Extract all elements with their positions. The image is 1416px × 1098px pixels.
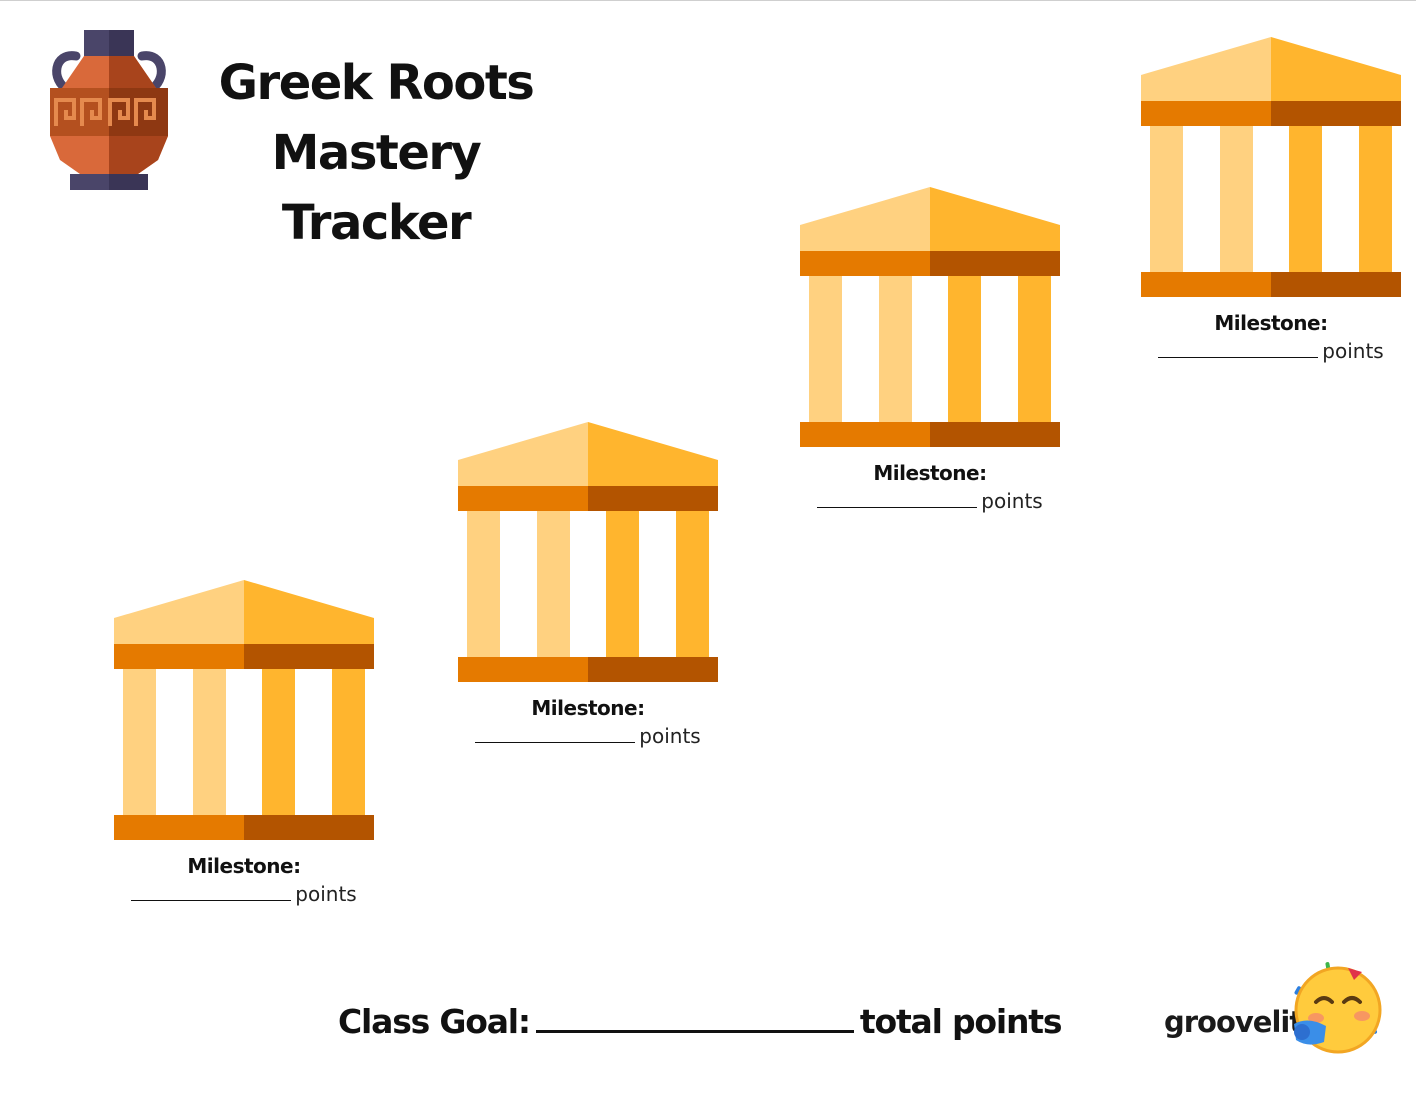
class-goal-blank[interactable] — [535, 1000, 854, 1033]
greek-temple-icon — [800, 187, 1060, 447]
milestone-card-3: Milestone: points — [800, 187, 1060, 513]
greek-temple-icon — [458, 422, 718, 682]
milestone-label: Milestone: — [531, 696, 645, 720]
title-line-2: Mastery Tracker — [271, 125, 482, 251]
points-suffix: points — [639, 724, 701, 748]
milestone-label: Milestone: — [873, 461, 987, 485]
brand-name: groovelit — [1164, 1005, 1303, 1039]
milestone-label: Milestone: — [1214, 311, 1328, 335]
milestone-points-line: points — [114, 882, 374, 906]
milestone-points-line: points — [800, 489, 1060, 513]
greek-amphora-icon — [50, 30, 168, 190]
top-border — [0, 0, 1416, 1]
class-goal-suffix: total points — [859, 1002, 1063, 1041]
title-line-1: Greek Roots — [218, 55, 535, 111]
points-suffix: points — [295, 882, 357, 906]
points-suffix: points — [981, 489, 1043, 513]
milestone-points-line: points — [1141, 339, 1401, 363]
greek-temple-icon — [1141, 37, 1401, 297]
points-blank[interactable] — [1158, 339, 1319, 358]
page-title: Greek Roots Mastery Tracker — [186, 48, 566, 258]
milestone-card-4: Milestone: points — [1141, 37, 1401, 363]
class-goal: Class Goal: total points — [338, 1000, 1063, 1041]
greek-temple-icon — [114, 580, 374, 840]
milestone-label: Milestone: — [187, 854, 301, 878]
points-suffix: points — [1322, 339, 1384, 363]
points-blank[interactable] — [817, 489, 978, 508]
milestone-card-1: Milestone: points — [114, 580, 374, 906]
points-blank[interactable] — [475, 724, 636, 743]
points-blank[interactable] — [131, 882, 292, 901]
partying-face-emoji-icon — [1294, 962, 1382, 1054]
milestone-points-line: points — [458, 724, 718, 748]
class-goal-label: Class Goal: — [338, 1002, 531, 1041]
milestone-card-2: Milestone: points — [458, 422, 718, 748]
